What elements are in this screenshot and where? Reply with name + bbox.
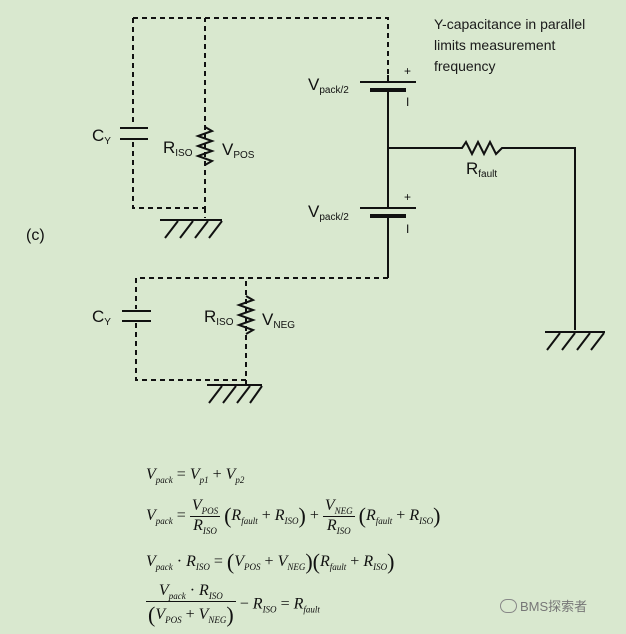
upper-vpack-label: Vpack/2 — [308, 75, 349, 96]
vneg-label: VNEG — [262, 310, 296, 331]
bottom-cy-label: CY — [92, 307, 111, 328]
top-riso-label: RISO — [163, 138, 193, 159]
lower-plus-sign: + — [404, 190, 412, 204]
right-ground-hatch — [546, 332, 605, 351]
bottom-ground-hatch — [208, 385, 263, 404]
fraction-vpack-riso: Vpack · RISO (VPOS + VNEG) — [146, 582, 236, 627]
annotation-note: Y-capacitance in parallel limits measure… — [434, 16, 586, 74]
figure-label: (c) — [26, 227, 45, 244]
equation-4: Vpack · RISO (VPOS + VNEG) − RISO = Rfau… — [146, 582, 320, 627]
lower-minus-sign: I — [406, 222, 410, 236]
bottom-riso-resistor — [236, 295, 256, 335]
bottom-riso-label: RISO — [204, 307, 234, 328]
top-ground-hatch — [164, 220, 223, 239]
equation-3: Vpack · RISO = (VPOS + VNEG)(Rfault + RI… — [146, 549, 395, 574]
top-dashed-wire — [132, 17, 389, 218]
top-riso-resistor — [195, 126, 215, 166]
rfault-wire — [388, 139, 576, 330]
chat-bubble-icon — [500, 599, 517, 613]
bottom-dashed-wire — [135, 277, 388, 384]
equation-2: Vpack = VPOS RISO (Rfault + RISO) + VNEG… — [146, 497, 441, 536]
rfault-label: Rfault — [466, 159, 498, 180]
fraction-vneg-riso: VNEG RISO — [322, 497, 355, 536]
upper-minus-sign: I — [406, 95, 410, 109]
fraction-vpos-riso: VPOS RISO — [189, 497, 221, 536]
vpos-label: VPOS — [222, 140, 255, 161]
lower-vpack-label: Vpack/2 — [308, 202, 349, 223]
watermark: BMS探索者 — [500, 596, 587, 615]
upper-plus-sign: + — [404, 64, 412, 78]
top-cy-label: CY — [92, 126, 111, 147]
equation-1: Vpack = Vp1 + Vp2 — [146, 466, 245, 485]
